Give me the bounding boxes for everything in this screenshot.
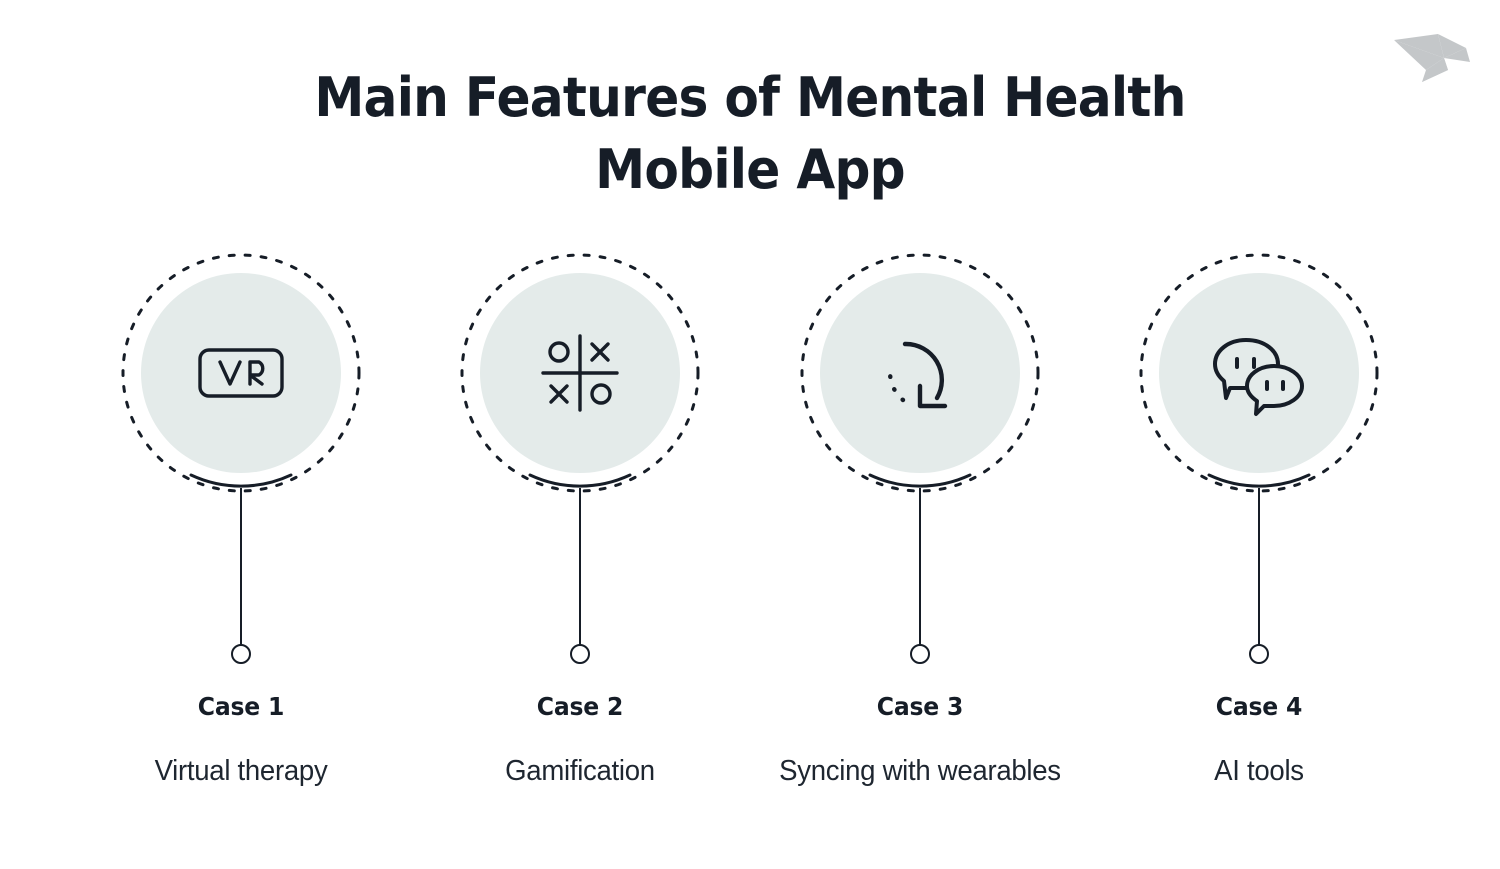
page-title: Main Features of Mental Health Mobile Ap… [285,62,1215,206]
case-disc-1 [141,273,341,473]
page-title-line-2: Mobile App [595,138,905,201]
case-item-2[interactable]: Case 2 Gamification [410,0,750,869]
dashed-ring-4 [1139,253,1379,493]
case-title-3: Case 3 [876,692,964,721]
case-stem-4 [1258,488,1260,646]
chat-bubbles-icon [1213,338,1304,416]
dashed-ring-3 [800,253,1040,493]
case-medallion-2 [460,253,700,493]
origami-bird-logo [1392,18,1484,84]
case-item-4[interactable]: Case 4 AI tools [1089,0,1429,869]
case-description-4: AI tools [1214,755,1304,787]
case-stem-1 [240,488,242,646]
case-title-2: Case 2 [536,692,624,721]
case-title-1: Case 1 [197,692,285,721]
case-stem-dot-2 [570,644,590,664]
case-stem-dot-3 [910,644,930,664]
case-disc-3 [820,273,1020,473]
case-stem-dot-4 [1249,644,1269,664]
case-item-3[interactable]: Case 3 Syncing with wearables [750,0,1090,869]
case-title-4: Case 4 [1215,692,1303,721]
case-stem-3 [919,488,921,646]
case-description-2: Gamification [505,755,655,787]
page-title-line-1: Main Features of Mental Health [314,66,1186,129]
tic-tac-toe-icon [541,334,619,412]
sync-refresh-icon [887,341,948,409]
case-description-1: Virtual therapy [154,755,328,787]
case-stem-dot-1 [231,644,251,664]
case-description-3: Syncing with wearables [779,755,1061,787]
case-medallion-1 [121,253,361,493]
vr-headset-icon [198,348,284,398]
case-item-1[interactable]: Case 1 Virtual therapy [71,0,411,869]
dashed-ring-2 [460,253,700,493]
case-medallion-4 [1139,253,1379,493]
dashed-ring-1 [121,253,361,493]
case-stem-2 [579,488,581,646]
case-medallion-3 [800,253,1040,493]
